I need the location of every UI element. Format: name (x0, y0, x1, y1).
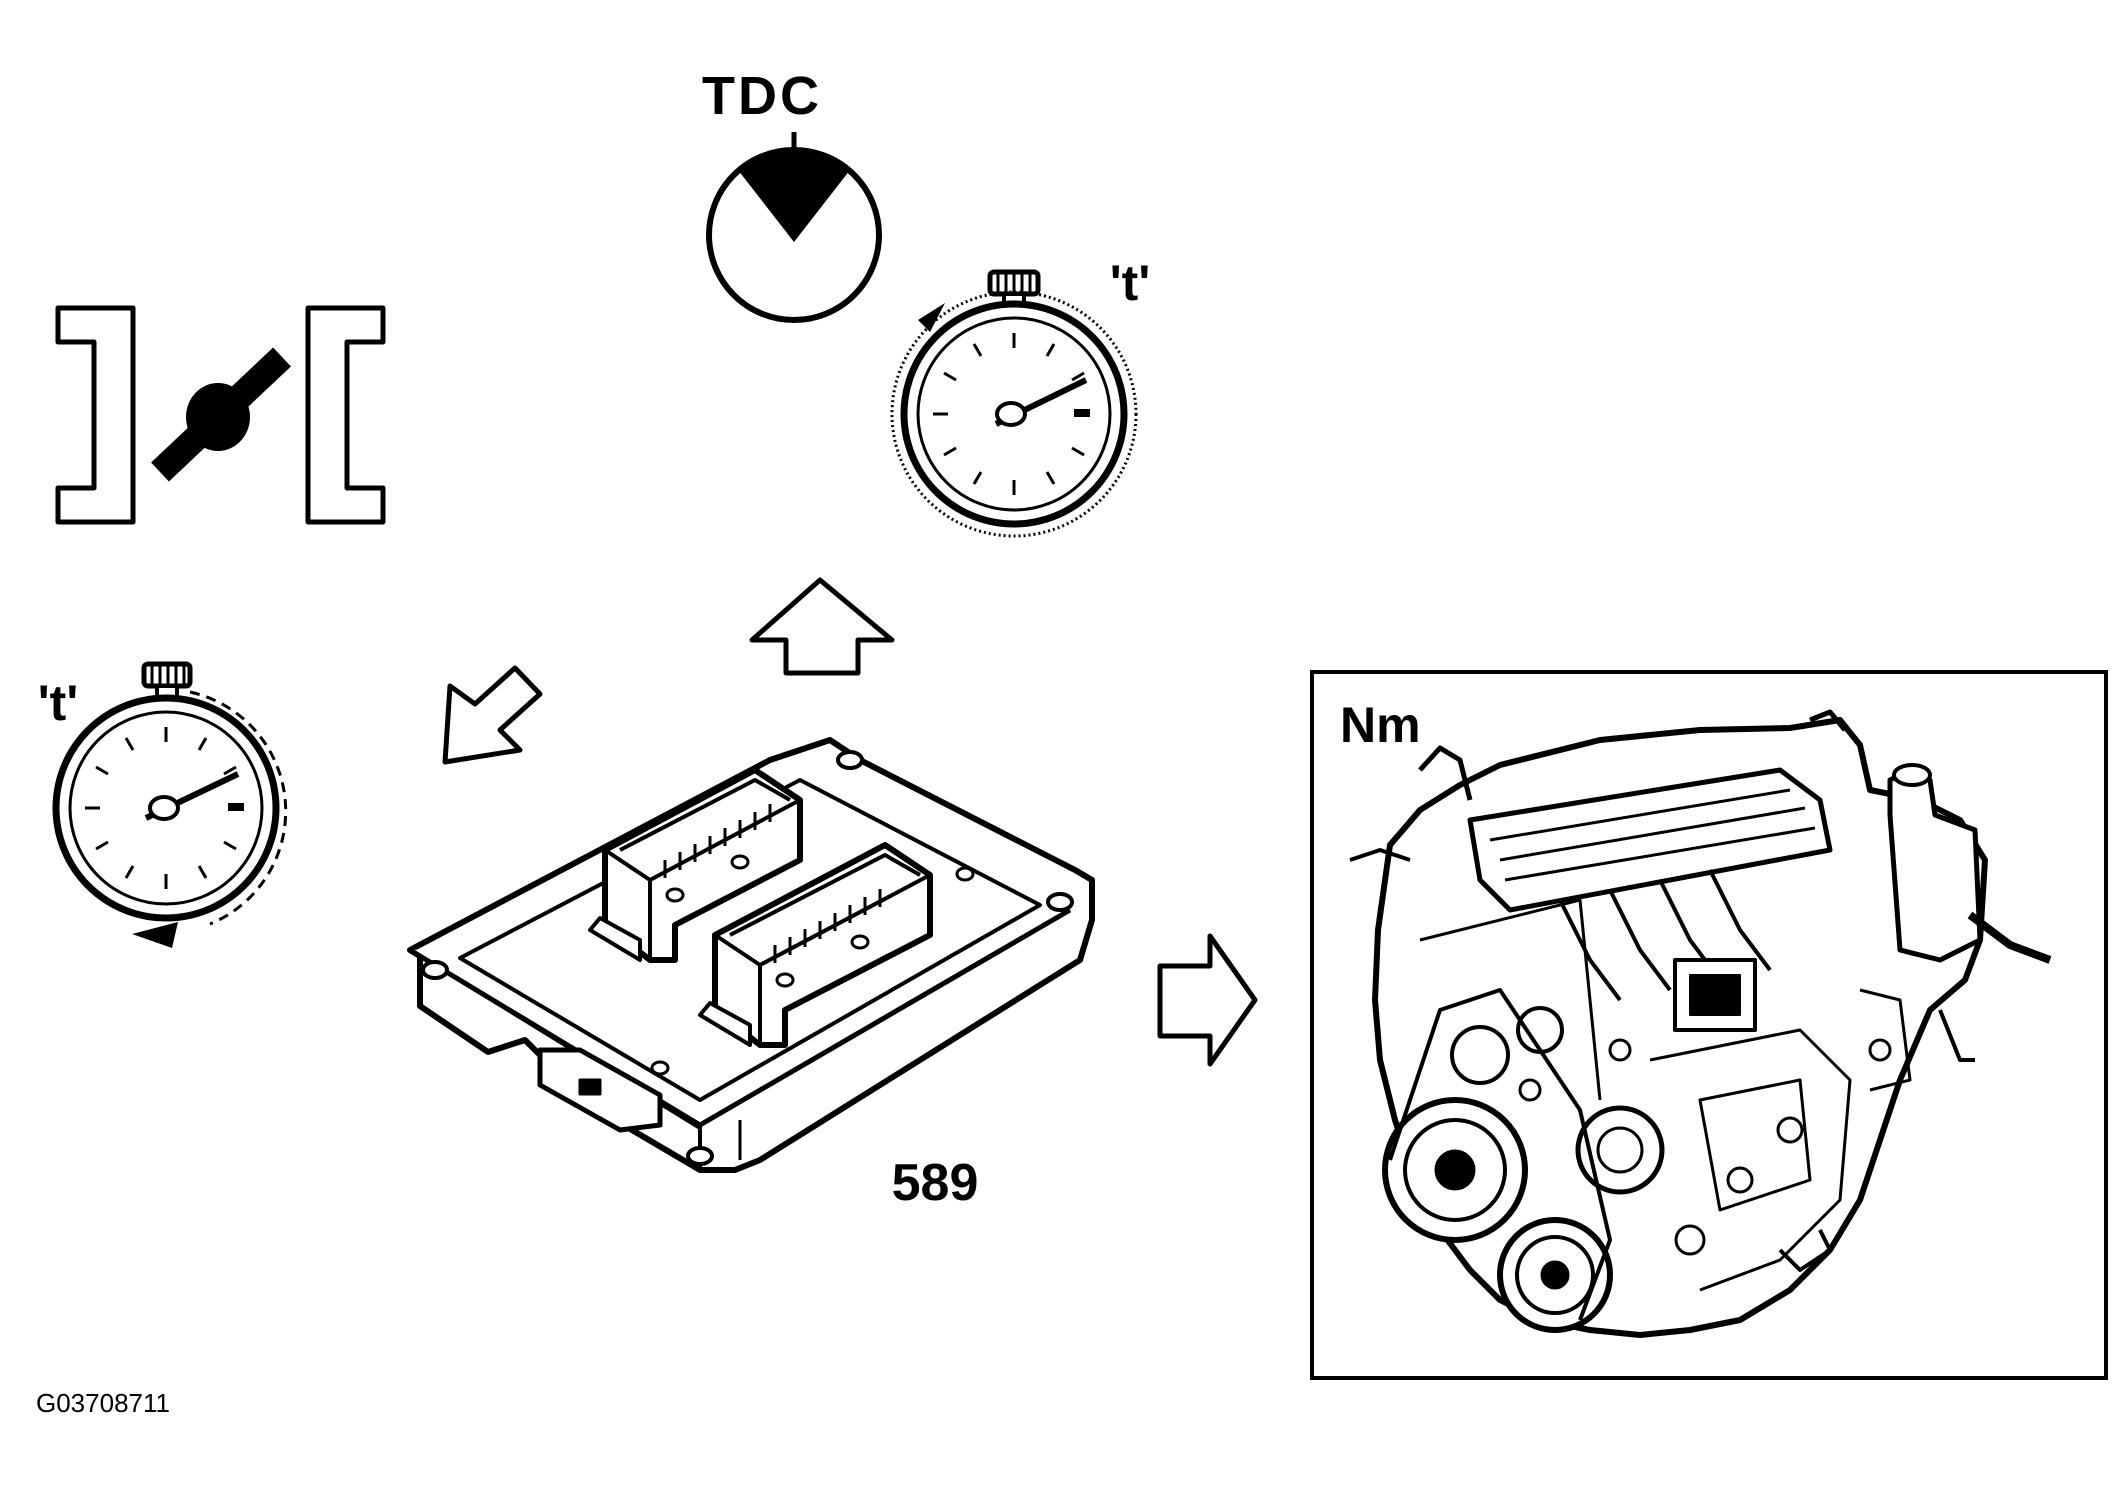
stopwatch-icon: 't' (890, 255, 1150, 538)
figure-id: G03708711 (36, 1388, 170, 1418)
engine-assembly (1349, 709, 2052, 1338)
hollow-arrow-icon (749, 577, 895, 676)
torque-label: Nm (1340, 697, 1421, 753)
stopwatch-icon: 't' (38, 661, 288, 948)
hollow-arrow-icon (442, 665, 543, 765)
timer-left-label: 't' (38, 675, 78, 731)
hollow-arrow-icon (1157, 933, 1258, 1067)
tdc-crank-position-icon: TDC (702, 66, 882, 323)
tdc-label: TDC (702, 66, 822, 126)
connector-disconnect-icon (55, 305, 386, 525)
timer-top-label: 't' (1110, 255, 1150, 311)
engine-control-module (407, 737, 1095, 1173)
part-number-label: 589 (892, 1154, 979, 1212)
